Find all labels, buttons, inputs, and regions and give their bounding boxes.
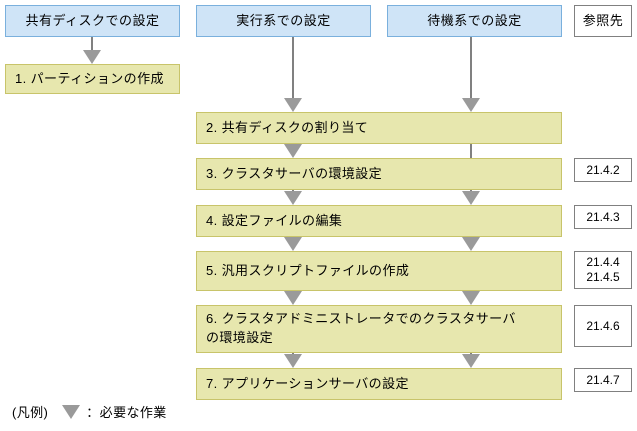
step-box-5: 5. 汎用スクリプトファイルの作成 [196,251,562,291]
step-box-4: 4. 設定ファイルの編集 [196,205,562,237]
arrow-step-5-to-step-6-standby [462,291,480,305]
arrow-header-to-step-1 [83,37,101,64]
step-box-6: 6. クラスタアドミニストレータでのクラスタサーバ の環境設定 [196,305,562,353]
arrow-header-to-step-2-active [284,37,302,112]
arrow-step-6-to-step-7-active [284,353,302,368]
arrow-step-2-to-step-3-active [284,144,302,158]
step-box-1: 1. パーティションの作成 [5,64,180,94]
reference-box-step-4: 21.4.3 [574,205,632,229]
reference-box-step-5: 21.4.4 21.4.5 [574,251,632,289]
arrow-step-4-to-step-5-active [284,237,302,251]
arrow-step-4-to-step-5-standby [462,237,480,251]
column-header-active-system: 実行系での設定 [196,5,371,37]
legend-text: ：必要な作業 [86,405,167,420]
arrow-step-5-to-step-6-active [284,291,302,305]
reference-box-step-6: 21.4.6 [574,305,632,347]
reference-box-step-7: 21.4.7 [574,368,632,392]
arrow-step-3-to-step-4-standby [462,190,480,205]
reference-box-step-3: 21.4.2 [574,158,632,182]
arrow-step-3-to-step-4-active [284,190,302,205]
step-box-3: 3. クラスタサーバの環境設定 [196,158,562,190]
column-header-shared-disk: 共有ディスクでの設定 [5,5,180,37]
step-box-7: 7. アプリケーションサーバの設定 [196,368,562,400]
arrow-header-to-step-2-standby [462,37,480,112]
arrow-down-triangle-icon [62,404,81,419]
line-step-2-to-step-3-standby [470,144,472,158]
step-box-2: 2. 共有ディスクの割り当て [196,112,562,144]
column-header-reference: 参照先 [574,5,632,37]
legend-prefix: (凡例) [12,405,49,420]
column-header-standby-system: 待機系での設定 [387,5,562,37]
legend: (凡例) ：必要な作業 [12,402,167,421]
arrow-step-6-to-step-7-standby [462,353,480,368]
